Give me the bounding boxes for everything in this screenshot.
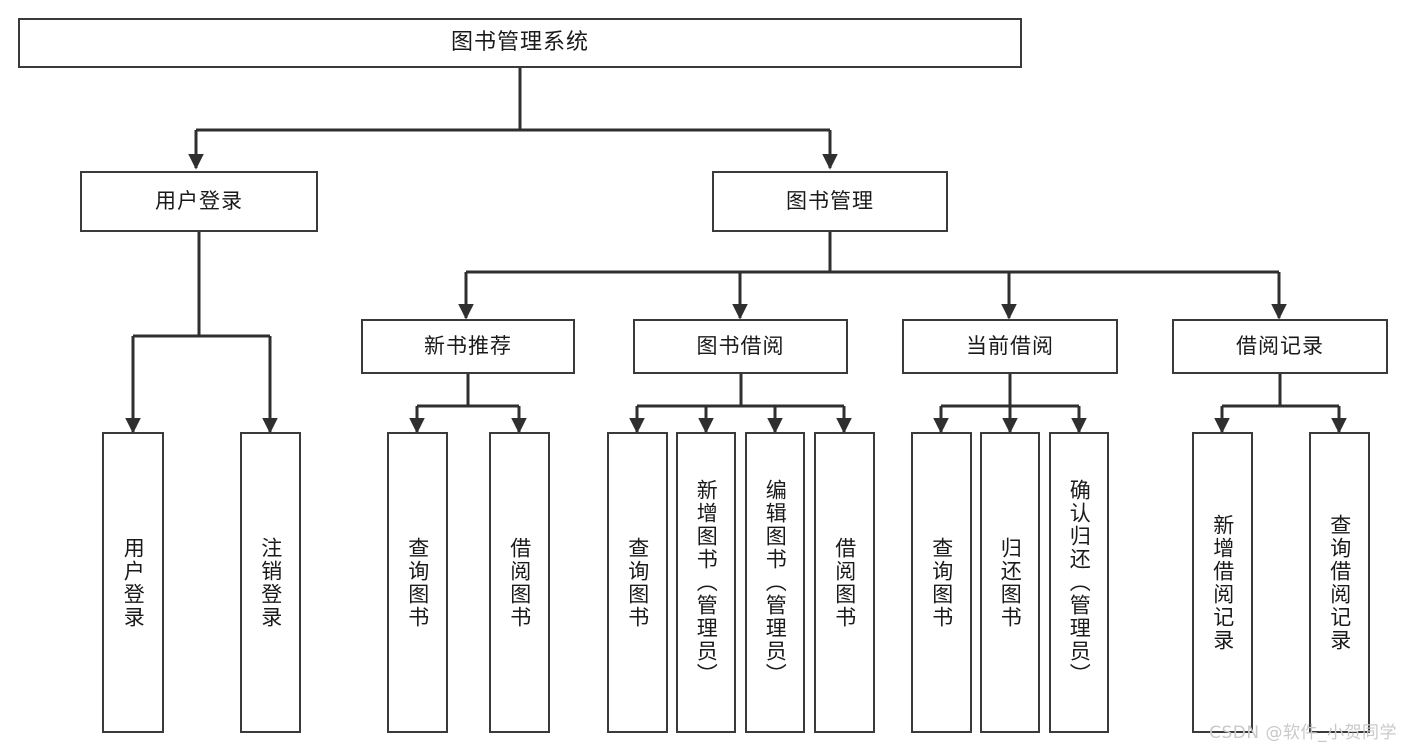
node-label: 新增借阅记录 — [1210, 513, 1235, 652]
node-label: 借阅图书 — [832, 536, 857, 629]
node-root-book-management-system[interactable]: 图书管理系统 — [18, 18, 1022, 68]
node-book-management[interactable]: 图书管理 — [712, 171, 948, 232]
node-borrow-record[interactable]: 借阅记录 — [1172, 319, 1388, 374]
node-label: 用户登录 — [155, 188, 243, 213]
node-label: 查询图书 — [405, 536, 430, 629]
node-label: 编辑图书（管理员） — [763, 479, 788, 686]
node-label: 确认归还（管理员） — [1067, 479, 1092, 686]
node-label: 归还图书 — [998, 536, 1023, 629]
leaf-borrow-record-add-record[interactable]: 新增借阅记录 — [1192, 432, 1253, 733]
leaf-new-book-borrow-book[interactable]: 借阅图书 — [489, 432, 550, 733]
node-label: 图书管理 — [786, 188, 874, 213]
node-label: 图书借阅 — [696, 333, 785, 358]
node-current-borrow[interactable]: 当前借阅 — [902, 319, 1118, 374]
leaf-borrow-record-query-record[interactable]: 查询借阅记录 — [1309, 432, 1370, 733]
leaf-user-login-logout[interactable]: 注销登录 — [240, 432, 301, 733]
leaf-book-borrow-edit-book-admin[interactable]: 编辑图书（管理员） — [745, 432, 805, 733]
leaf-current-borrow-query-book[interactable]: 查询图书 — [911, 432, 972, 733]
node-user-login[interactable]: 用户登录 — [80, 171, 318, 232]
watermark-text: CSDN @软件_小贺同学 — [1209, 723, 1397, 743]
node-label: 查询借阅记录 — [1327, 513, 1352, 652]
leaf-current-borrow-return-book[interactable]: 归还图书 — [980, 432, 1040, 733]
leaf-current-borrow-confirm-return-admin[interactable]: 确认归还（管理员） — [1049, 432, 1109, 733]
node-label: 借阅记录 — [1236, 333, 1324, 358]
node-label: 借阅图书 — [507, 536, 532, 629]
leaf-user-login-login[interactable]: 用户登录 — [102, 432, 164, 733]
node-new-book-recommend[interactable]: 新书推荐 — [361, 319, 575, 374]
node-label: 用户登录 — [121, 536, 146, 629]
node-label: 新增图书（管理员） — [694, 479, 719, 686]
node-label: 图书管理系统 — [450, 29, 589, 55]
node-book-borrow[interactable]: 图书借阅 — [633, 319, 848, 374]
node-label: 查询图书 — [929, 536, 954, 629]
node-label: 新书推荐 — [424, 333, 512, 358]
leaf-book-borrow-query-book[interactable]: 查询图书 — [607, 432, 668, 733]
leaf-new-book-query-book[interactable]: 查询图书 — [387, 432, 448, 733]
leaf-book-borrow-borrow-book[interactable]: 借阅图书 — [814, 432, 875, 733]
node-label: 注销登录 — [258, 536, 283, 629]
node-label: 查询图书 — [625, 536, 650, 629]
node-label: 当前借阅 — [966, 333, 1054, 358]
leaf-book-borrow-add-book-admin[interactable]: 新增图书（管理员） — [676, 432, 736, 733]
